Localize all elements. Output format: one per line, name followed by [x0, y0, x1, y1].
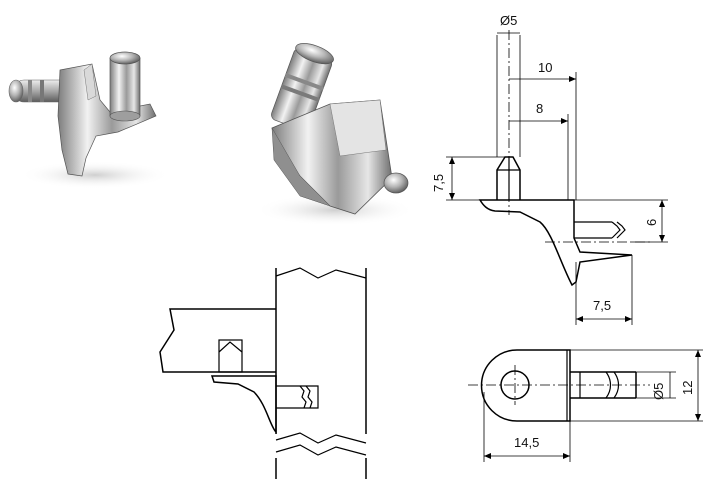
dim-pin-diameter: Ø5: [500, 13, 517, 28]
dim-width-10: 10: [538, 60, 552, 75]
product-photo-2: [255, 43, 415, 226]
product-photo-1: [8, 51, 170, 189]
top-view-drawing: Ø5 12 14,5: [468, 349, 703, 462]
dim-shank-diameter: Ø5: [651, 383, 666, 400]
dim-overall-height-12: 12: [680, 381, 695, 395]
dim-height-6: 6: [644, 219, 659, 226]
dim-foot-7-5: 7,5: [593, 298, 611, 313]
dim-width-8: 8: [536, 101, 543, 116]
installation-drawing: [159, 267, 372, 479]
dim-height-7-5: 7,5: [431, 174, 446, 192]
dim-overall-length-14-5: 14,5: [514, 435, 539, 450]
side-view-drawing: Ø5 10 8 7,5 6 7,5: [431, 13, 668, 325]
